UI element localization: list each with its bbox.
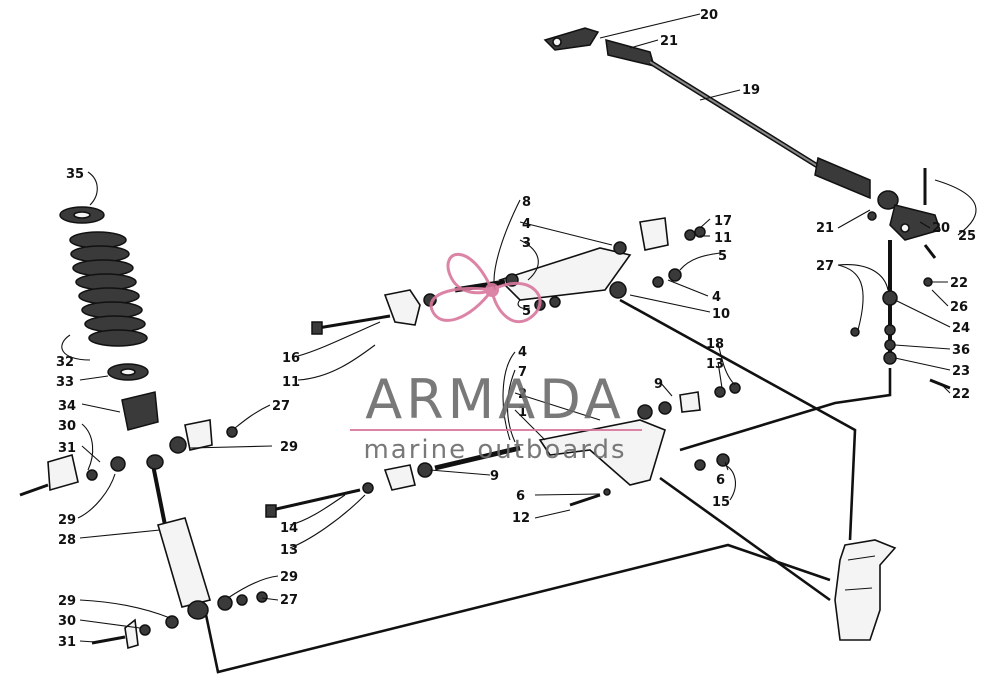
callout-26: 26: [950, 300, 968, 315]
callout-29c: 29: [280, 570, 298, 585]
callout-8: 8: [522, 195, 531, 210]
armada-watermark: ARMADA marine outboards: [350, 252, 642, 465]
callout-32: 32: [56, 355, 74, 370]
routing-line-upper-arm: [619, 298, 857, 541]
routing-line-tie-rod: [679, 368, 892, 452]
callout-30a: 30: [58, 419, 76, 434]
shock-spring-assembly: [19, 206, 268, 650]
callout-7: 7: [518, 365, 527, 380]
callout-36: 36: [952, 343, 970, 358]
leader-lines: [61, 13, 977, 643]
callout-2: 2: [518, 387, 527, 402]
callout-13a: 13: [280, 543, 298, 558]
callout-14: 14: [280, 521, 298, 536]
assembly-routing-lines: [203, 298, 892, 674]
callout-27a: 27: [272, 399, 290, 414]
callout-11b: 11: [714, 231, 732, 246]
callout-4b: 4: [712, 290, 721, 305]
callout-23: 23: [952, 364, 970, 379]
callout-13b: 13: [706, 357, 724, 372]
callout-16: 16: [282, 351, 300, 366]
routing-line-shock: [203, 543, 831, 674]
callout-19: 19: [742, 83, 760, 98]
propeller-logo: [429, 252, 542, 324]
callout-22a: 22: [950, 276, 968, 291]
callout-12: 12: [512, 511, 530, 526]
callout-22b: 22: [952, 387, 970, 402]
watermark-brand: ARMADA: [365, 368, 625, 431]
callout-10: 10: [712, 307, 730, 322]
callout-21b: 21: [816, 221, 834, 236]
callout-9a: 9: [654, 377, 663, 392]
routing-line-lower-arm: [659, 476, 831, 602]
callout-31b: 31: [58, 635, 76, 650]
callout-27b: 27: [280, 593, 298, 608]
callout-27c: 27: [816, 259, 834, 274]
callout-15: 15: [712, 495, 730, 510]
callout-25: 25: [958, 229, 976, 244]
callout-6a: 6: [516, 489, 525, 504]
callout-17: 17: [714, 214, 732, 229]
callout-3: 3: [522, 236, 531, 251]
callout-6b: 6: [716, 473, 725, 488]
callout-21a: 21: [660, 34, 678, 49]
callout-31a: 31: [58, 441, 76, 456]
callout-33: 33: [56, 375, 74, 390]
callout-4c: 4: [518, 345, 527, 360]
callout-30b: 30: [58, 614, 76, 629]
tie-rod-assembly: [543, 27, 951, 390]
callout-11a: 11: [282, 375, 300, 390]
callout-4a: 4: [522, 217, 531, 232]
callout-numbers: 35 32 33 34 30 31 29 28 27 29 29 27 29 3…: [56, 8, 976, 650]
callout-5a: 5: [522, 304, 531, 319]
callout-28: 28: [58, 533, 76, 548]
lower-a-arm-assembly: [265, 382, 741, 518]
callout-18: 18: [706, 337, 724, 352]
spindle-assembly: [834, 539, 897, 641]
coil-spring: [69, 231, 148, 347]
callout-24: 24: [952, 321, 970, 336]
callout-1: 1: [518, 405, 527, 420]
watermark-tagline: marine outboards: [363, 435, 626, 465]
callout-20a: 20: [700, 8, 718, 23]
callout-20b: 20: [932, 221, 950, 236]
callout-9b: 9: [490, 469, 499, 484]
callout-29b: 29: [280, 440, 298, 455]
callout-5b: 5: [718, 249, 727, 264]
callout-29d: 29: [58, 594, 76, 609]
callout-29a: 29: [58, 513, 76, 528]
callout-34: 34: [58, 399, 76, 414]
callout-35: 35: [66, 167, 84, 182]
